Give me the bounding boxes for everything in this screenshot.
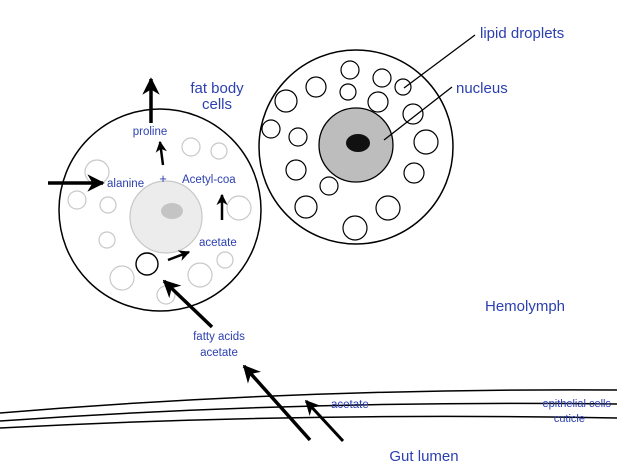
lipid-droplets-right <box>261 60 439 241</box>
label-fat-body: fat body <box>190 80 244 97</box>
cuticle-layer <box>0 415 617 429</box>
lipid-droplet <box>181 137 201 157</box>
label-hemolymph: Hemolymph <box>485 298 565 315</box>
lipid-droplet <box>340 60 360 80</box>
lipid-droplet <box>226 195 252 221</box>
arrow-fatty-acids-in <box>162 279 214 329</box>
nucleolus <box>346 134 370 152</box>
nucleus-leader <box>383 86 453 141</box>
epithelial-layer-top <box>0 389 617 414</box>
lipid-droplet <box>187 262 213 288</box>
lipid-droplet <box>210 142 228 160</box>
arrow-to-proline <box>155 140 167 166</box>
gut-wall <box>0 389 617 429</box>
lipid-droplet <box>305 76 327 98</box>
lipid-droplet <box>375 195 401 221</box>
arrows <box>48 77 345 443</box>
lipid-droplet <box>274 89 298 113</box>
lipid-droplet <box>319 176 339 196</box>
label-fatty-acids: fatty acids <box>193 331 245 343</box>
lipid-droplet <box>99 196 117 214</box>
label-cuticle: cuticle <box>554 413 585 425</box>
label-lipid-droplets: lipid droplets <box>480 25 564 42</box>
label-acetyl-coa: Acetyl-coa <box>182 174 236 186</box>
lipid-droplet <box>67 190 87 210</box>
lipid-droplet <box>394 78 412 96</box>
label-acetate-inner: acetate <box>199 237 237 249</box>
lipid-droplet <box>294 195 318 219</box>
label-acetate-gut: acetate <box>331 399 369 411</box>
label-proline: proline <box>133 126 168 138</box>
lipid-droplet <box>216 251 234 269</box>
epithelial-layer-bottom <box>0 402 617 422</box>
lipid-droplet <box>372 68 392 88</box>
lipid-droplet <box>84 159 110 185</box>
label-alanine: alanine <box>107 178 144 190</box>
lipid-droplet <box>367 91 389 113</box>
label-acetate-mid: acetate <box>200 347 238 359</box>
lipid-droplets-leader <box>403 34 476 89</box>
lipid-droplet <box>261 119 281 139</box>
lipid-droplet <box>413 129 439 155</box>
lipid-droplet <box>402 103 424 125</box>
labels: lipid droplets nucleus fat body cells pr… <box>107 25 611 465</box>
lipid-droplet-highlighted <box>135 252 159 276</box>
arrow-droplet-to-acetate <box>167 250 191 262</box>
lipid-droplet <box>342 215 368 241</box>
fat-body-cell-left <box>58 108 262 312</box>
label-cells: cells <box>202 96 232 113</box>
arrow-gut-lumen-right <box>304 399 345 443</box>
lipid-droplet <box>109 265 135 291</box>
arrow-gut-lumen-left <box>242 364 312 442</box>
lipid-droplet <box>285 159 307 181</box>
label-nucleus: nucleus <box>456 80 508 97</box>
lipid-droplet <box>98 231 116 249</box>
label-epithelial-cells: epithelial cells <box>543 398 612 410</box>
lipid-droplet <box>288 127 308 147</box>
lipid-droplet <box>339 83 357 101</box>
nucleolus <box>161 203 183 219</box>
label-plus: + <box>159 171 167 186</box>
lipid-droplet <box>403 162 425 184</box>
fat-body-cell-right <box>258 49 454 245</box>
label-gut-lumen: Gut lumen <box>389 448 458 465</box>
